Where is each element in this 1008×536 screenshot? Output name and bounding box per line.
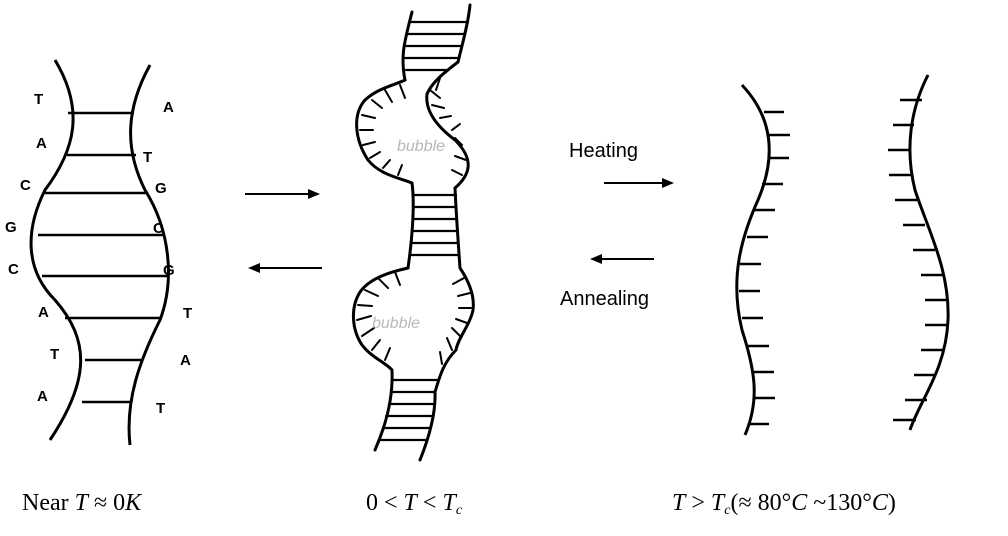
base-label: G — [163, 262, 175, 279]
arrowhead-icon — [662, 178, 674, 188]
base-label: A — [180, 352, 191, 369]
base-label: T — [183, 305, 192, 322]
base-label: G — [5, 219, 17, 236]
arrowhead-icon — [308, 189, 320, 199]
bubble-label: bubble — [397, 138, 445, 155]
heating-arrow — [604, 178, 674, 188]
base-label: A — [163, 99, 174, 116]
dna-with-bubbles — [353, 5, 473, 460]
arrowhead-icon — [248, 263, 260, 273]
base-label: T — [50, 346, 59, 363]
dna-right-strand — [129, 65, 168, 445]
base-label: A — [36, 135, 47, 152]
dna-left-strand — [31, 60, 81, 440]
base-label: C — [20, 177, 31, 194]
base-label: G — [155, 180, 167, 197]
caption-below-critical-temperature: 0 < T < Tc — [366, 490, 462, 519]
annealing-arrow — [590, 254, 654, 264]
base-label: T — [34, 91, 43, 108]
base-label: T — [156, 400, 165, 417]
annealing-label: Annealing — [560, 288, 649, 310]
base-label: T — [143, 149, 152, 166]
base-label: A — [37, 388, 48, 405]
equilibrium-arrows — [245, 189, 322, 273]
dna-double-helix — [31, 60, 168, 445]
bubble-label: bubble — [372, 315, 420, 332]
caption-near-zero-kelvin: Near T ≈ 0K — [22, 490, 141, 517]
base-label: A — [38, 304, 49, 321]
arrowhead-icon — [590, 254, 602, 264]
single-strand-right — [888, 75, 948, 430]
caption-above-critical-temperature: T > Tc(≈ 80°C ~130°C) — [672, 490, 896, 519]
heating-label: Heating — [569, 140, 638, 162]
bubble-strand-left — [353, 12, 413, 450]
base-label: C — [8, 261, 19, 278]
single-strand-left — [737, 85, 790, 435]
base-label: C — [153, 220, 164, 237]
